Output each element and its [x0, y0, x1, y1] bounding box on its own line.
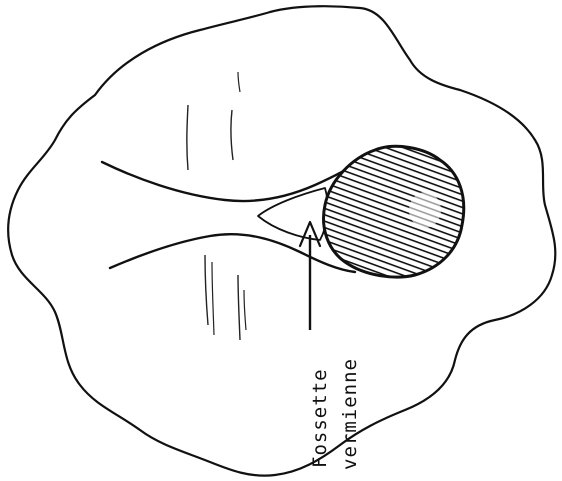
midline-stroke-3	[238, 72, 240, 92]
label-vermienne: vermienne	[339, 358, 361, 470]
midline-stroke-7	[244, 290, 246, 330]
fossette-outline	[258, 188, 328, 240]
pointer-arrow	[300, 222, 320, 330]
midline-stroke-1	[187, 105, 188, 170]
midline-stroke-2	[231, 110, 233, 160]
label-fossette: Fossette	[309, 368, 331, 468]
midline-stroke-5	[212, 262, 214, 335]
midline-stroke-4	[205, 255, 208, 325]
hatched-mass	[324, 146, 464, 277]
outer-outline	[8, 6, 555, 475]
upper-fissure	[102, 160, 362, 201]
midline-stroke-6	[238, 275, 240, 340]
